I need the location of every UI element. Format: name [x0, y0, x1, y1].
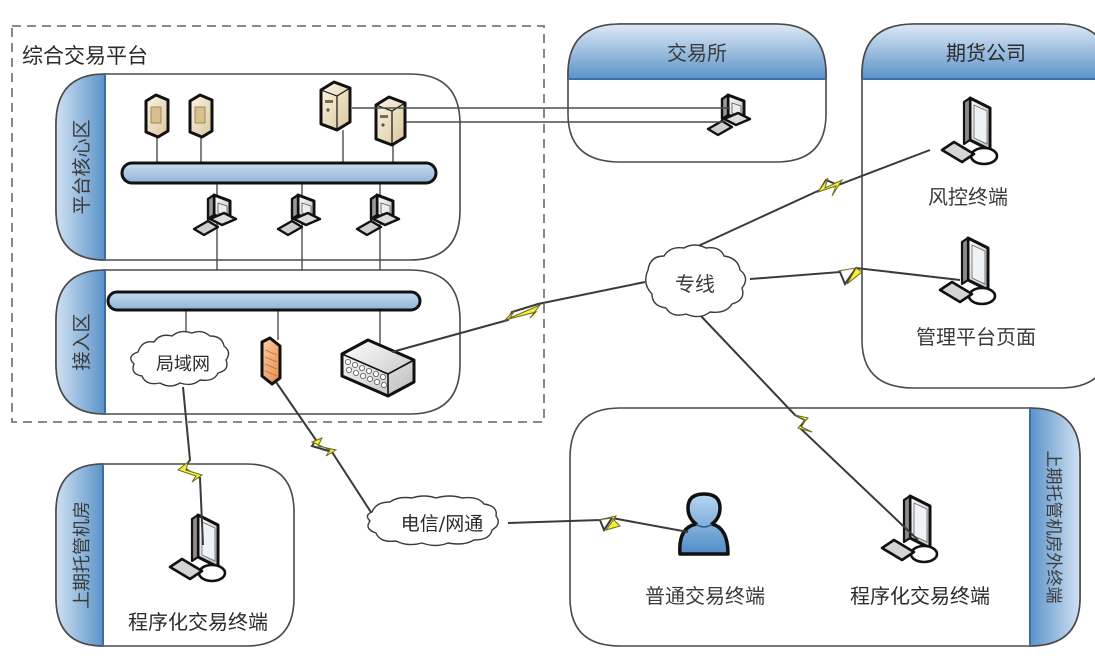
- switch-icon: [340, 338, 416, 398]
- access-network-bus: [106, 290, 422, 312]
- hosted-room-zone: 上期托管机房 程序化交易终端: [55, 463, 295, 647]
- integrated-trading-platform-title: 综合交易平台: [22, 44, 148, 68]
- outside-terminals-zone: 上期托管机房外终端 普通交易终端 程序化交易终端: [569, 407, 1081, 647]
- dedicated-mgmt-link: [749, 266, 961, 287]
- futures-company-zone-label: 期货公司: [946, 41, 1026, 65]
- integrated-trading-platform-boundary: [11, 25, 545, 423]
- exchange-zone: 交易所: [567, 23, 827, 163]
- server-tower-icon: [144, 93, 170, 139]
- lan-cloud: 局域网: [130, 330, 230, 387]
- lightning-bolt-icon: [837, 267, 863, 285]
- dedicated-line-label: 专线: [675, 272, 715, 296]
- server-icon: [319, 80, 352, 132]
- lightning-bolt-icon: [503, 303, 542, 321]
- access-zone: 接入区 局域网: [55, 269, 461, 415]
- platform-core-zone: 平台核心区: [55, 73, 461, 290]
- dedicated-line-cloud: 专线: [645, 244, 747, 318]
- user-icon: [678, 492, 730, 556]
- lightning-bolt-icon: [816, 177, 844, 197]
- management-page-label: 管理平台页面: [916, 325, 1036, 349]
- lightning-bolt-icon: [794, 414, 813, 433]
- core-network-bus: [120, 161, 438, 185]
- outside-terminals-zone-label: 上期托管机房外终端: [1043, 451, 1063, 604]
- access-zone-label: 接入区: [71, 313, 93, 370]
- platform-core-zone-label: 平台核心区: [71, 119, 93, 214]
- telecom-user-link: [507, 516, 689, 533]
- firewall-telecom-link: [275, 381, 377, 521]
- lightning-bolt-icon: [310, 437, 338, 457]
- lightning-bolt-icon: [176, 460, 204, 483]
- telecom-label: 电信/网通: [401, 513, 483, 535]
- exchange-zone-label: 交易所: [667, 41, 727, 65]
- telecom-cloud: 电信/网通: [366, 495, 499, 547]
- risk-terminal-label: 风控终端: [928, 185, 1008, 209]
- normal-terminal-label: 普通交易终端: [645, 584, 765, 608]
- switch-dedicated-link: [391, 281, 646, 353]
- lightning-bolt-icon: [597, 515, 621, 531]
- hosted-room-zone-label: 上期托管机房: [72, 501, 93, 609]
- network-links: [176, 149, 961, 546]
- futures-company-zone: 期货公司 风控终端 管理平台页面: [861, 23, 1095, 389]
- firewall-icon: [260, 336, 282, 386]
- server-tower-icon: [188, 93, 214, 139]
- hosted-algo-terminal-label: 程序化交易终端: [128, 610, 268, 634]
- lan-label: 局域网: [156, 354, 210, 375]
- outside-algo-terminal-label: 程序化交易终端: [850, 584, 990, 608]
- server-icon: [374, 95, 407, 147]
